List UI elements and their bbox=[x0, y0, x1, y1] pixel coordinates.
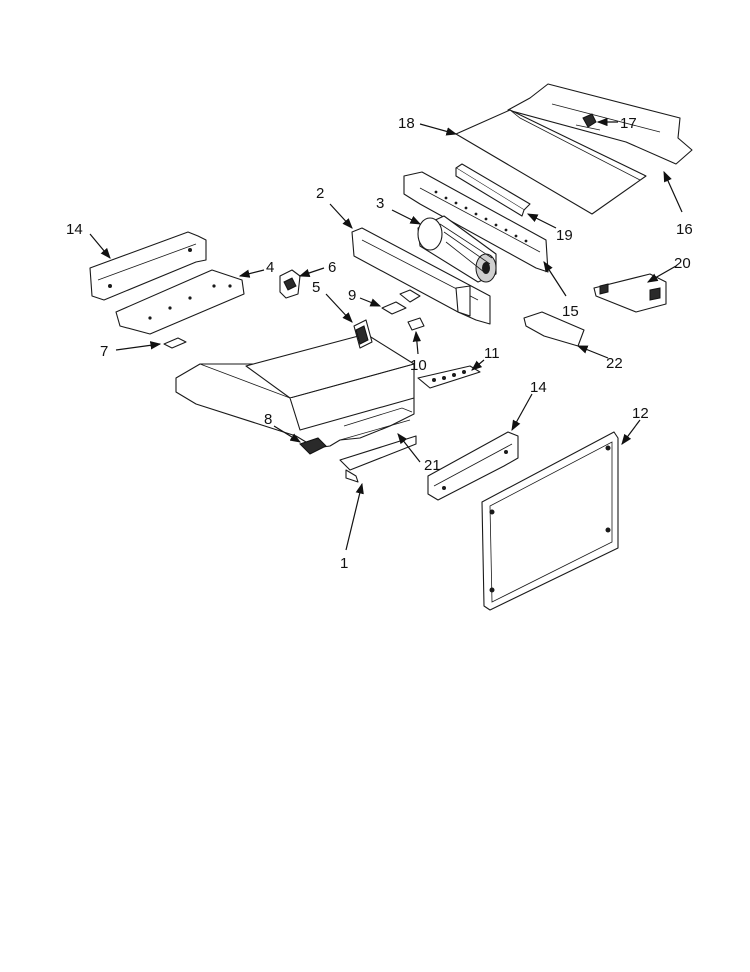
part-15-vent-bracket bbox=[403, 171, 549, 273]
part-4-mounting-plate bbox=[115, 269, 245, 335]
part-8-connector bbox=[299, 437, 327, 455]
leader-lines bbox=[89, 117, 683, 551]
callout-1: 1 bbox=[340, 555, 348, 572]
callout-12: 12 bbox=[632, 405, 649, 422]
callout-20: 20 bbox=[674, 255, 691, 272]
leader-8 bbox=[273, 425, 302, 443]
callout-16: 16 bbox=[676, 221, 693, 238]
leader-10 bbox=[412, 330, 422, 355]
callout-8: 8 bbox=[264, 411, 272, 428]
callout-9: 9 bbox=[348, 287, 356, 304]
leader-12 bbox=[621, 419, 641, 445]
callout-19: 19 bbox=[556, 227, 573, 244]
callout-11: 11 bbox=[484, 345, 500, 362]
leader-14a bbox=[89, 233, 111, 259]
leader-20 bbox=[646, 265, 677, 283]
callout-22: 22 bbox=[606, 355, 623, 372]
part-5-element bbox=[353, 319, 373, 349]
part-14-right-rail bbox=[427, 431, 519, 501]
leader-21 bbox=[397, 433, 421, 463]
callout-17: 17 bbox=[620, 115, 637, 132]
part-3-cooling-fan bbox=[417, 215, 497, 283]
part-9-bracket bbox=[381, 301, 407, 315]
part-11-terminal-block bbox=[417, 365, 481, 389]
leader-6 bbox=[298, 267, 325, 277]
callout-10: 10 bbox=[410, 357, 427, 374]
part-6-switch bbox=[279, 269, 301, 299]
part-10-pin bbox=[407, 317, 425, 331]
callout-6: 6 bbox=[328, 259, 336, 276]
leader-2 bbox=[329, 203, 353, 229]
callouts: 1 2 3 4 5 6 7 8 9 10 11 12 14 14 15 16 1… bbox=[66, 115, 693, 572]
part-7-clip bbox=[163, 337, 187, 349]
leader-1 bbox=[345, 482, 364, 551]
leader-18 bbox=[419, 123, 458, 136]
callout-2: 2 bbox=[316, 185, 324, 202]
part-19-plate bbox=[455, 163, 531, 217]
leader-14b bbox=[511, 393, 533, 432]
leader-9 bbox=[359, 297, 382, 307]
callout-21: 21 bbox=[424, 457, 441, 474]
part-17-clip bbox=[575, 113, 601, 131]
leader-4 bbox=[238, 269, 265, 278]
leader-11 bbox=[471, 359, 485, 371]
callout-15: 15 bbox=[562, 303, 579, 320]
part-18-shield-sheet bbox=[455, 109, 647, 215]
callout-5: 5 bbox=[312, 279, 320, 296]
leader-5 bbox=[325, 293, 353, 323]
leader-16 bbox=[663, 170, 683, 213]
leader-7 bbox=[115, 341, 162, 351]
callout-14-left: 14 bbox=[66, 221, 83, 238]
callout-14-right: 14 bbox=[530, 379, 547, 396]
part-1-base-tray bbox=[175, 333, 417, 483]
callout-18: 18 bbox=[398, 115, 415, 132]
leader-15 bbox=[543, 260, 567, 297]
leader-19 bbox=[526, 213, 557, 229]
part-20-bracket bbox=[593, 273, 667, 313]
callout-7: 7 bbox=[100, 343, 108, 360]
part-14-left-rail bbox=[89, 231, 207, 301]
leader-22 bbox=[576, 345, 609, 359]
leader-3 bbox=[391, 209, 422, 225]
part-21-strip bbox=[343, 407, 413, 427]
part-12-front-panel bbox=[481, 431, 619, 611]
callout-3: 3 bbox=[376, 195, 384, 212]
part-2-front-bracket bbox=[351, 227, 491, 325]
callout-4: 4 bbox=[266, 259, 274, 276]
